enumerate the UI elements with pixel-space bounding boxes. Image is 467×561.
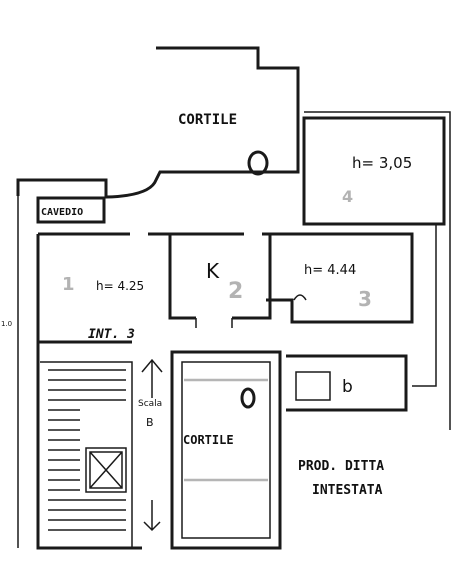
side-mark: 1.0 xyxy=(1,320,12,328)
bathroom-label: b xyxy=(342,377,353,397)
lower-courtyard-wall xyxy=(170,350,282,550)
cavedio-box xyxy=(36,196,106,224)
lower-courtyard-shading xyxy=(184,378,268,482)
stair-arrow-up xyxy=(141,358,163,398)
room-2-partition xyxy=(266,298,318,324)
middle-band-top-wall xyxy=(38,232,414,324)
kitchen-wall xyxy=(168,234,272,320)
room-4-wall xyxy=(302,116,446,226)
staircase-label-line1: Scala xyxy=(138,399,162,409)
cavedio-label: CAVEDIO xyxy=(41,207,83,218)
staircase-label-line2: B xyxy=(146,416,154,429)
upper-courtyard-wall xyxy=(16,46,300,199)
room-4-height: h= 3,05 xyxy=(352,154,412,172)
bathroom-inner xyxy=(295,371,331,401)
room-3-height: h= 4.44 xyxy=(304,263,356,278)
room-1-height: h= 4.25 xyxy=(96,279,144,293)
room-1-number: 1 xyxy=(62,274,75,295)
right-outer-wall xyxy=(304,111,451,430)
lower-left-wall xyxy=(36,342,142,550)
room-2-number: 2 xyxy=(228,279,243,304)
upper-courtyard-well xyxy=(247,150,269,176)
upper-courtyard-label: CORTILE xyxy=(178,112,237,128)
lower-courtyard-well xyxy=(240,387,256,409)
lower-courtyard-label: CORTILE xyxy=(183,433,234,447)
lift-shaft xyxy=(85,447,127,493)
staircase-enclosure xyxy=(40,361,133,548)
bathroom-wall xyxy=(286,354,408,412)
door-swing-kitchen xyxy=(195,318,233,328)
room-4-number: 4 xyxy=(342,187,353,206)
right-stair-edge xyxy=(412,224,437,387)
interior-label: INT. 3 xyxy=(88,327,135,342)
stair-arrow-down xyxy=(143,500,161,532)
room-3-number: 3 xyxy=(358,287,372,311)
owner-label-line1: PROD. DITTA xyxy=(298,459,384,474)
lower-courtyard-inner xyxy=(181,361,271,539)
owner-label-line2: INTESTATA xyxy=(312,483,383,498)
stair-lines xyxy=(48,369,126,531)
door-arc-room-3 xyxy=(293,294,307,301)
kitchen-label: K xyxy=(206,259,220,283)
